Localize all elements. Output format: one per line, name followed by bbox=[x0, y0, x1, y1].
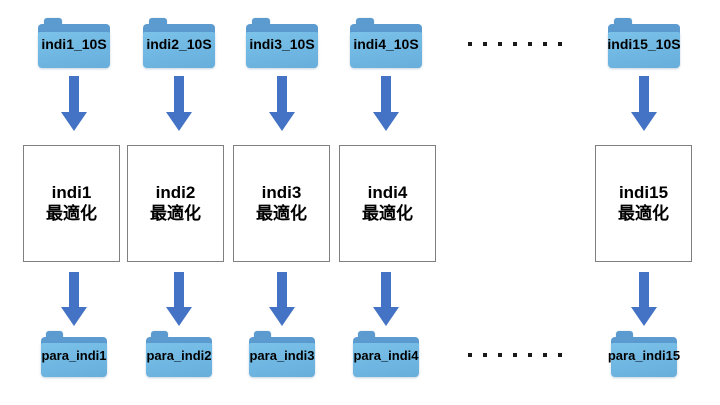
ellipsis-dot bbox=[558, 42, 562, 46]
output-folder-icon[interactable] bbox=[41, 331, 107, 377]
folder-body-icon bbox=[38, 31, 110, 68]
folder-body-icon bbox=[143, 31, 215, 68]
ellipsis-dot bbox=[543, 42, 547, 46]
ellipsis-top bbox=[468, 40, 562, 48]
input-folder-label: indi1_10S bbox=[41, 36, 107, 52]
input-folder-icon[interactable] bbox=[350, 18, 422, 68]
arrow-down-icon bbox=[268, 76, 296, 132]
output-folder-label: para_indi15 bbox=[607, 348, 681, 363]
output-folder-label: para_indi2 bbox=[146, 348, 212, 363]
process-box-label: indi2 最適化 bbox=[150, 182, 201, 223]
pipeline-column-indi1: indi1_10S indi1 最適化 para_indi1 bbox=[23, 0, 120, 405]
input-folder-icon[interactable] bbox=[608, 18, 680, 68]
arrow-down-icon bbox=[60, 76, 88, 132]
ellipsis-dot bbox=[498, 42, 502, 46]
ellipsis-dot bbox=[468, 42, 472, 46]
folder-band-icon bbox=[353, 336, 419, 347]
ellipsis-dot bbox=[468, 353, 472, 357]
folder-body-icon bbox=[608, 31, 680, 68]
ellipsis-dot bbox=[483, 42, 487, 46]
ellipsis-dot bbox=[558, 353, 562, 357]
input-folder-label: indi2_10S bbox=[146, 36, 212, 52]
folder-band-icon bbox=[350, 24, 422, 35]
input-folder-icon[interactable] bbox=[246, 18, 318, 68]
folder-tab-icon bbox=[358, 331, 376, 339]
folder-tab-icon bbox=[254, 331, 272, 339]
output-folder-icon[interactable] bbox=[611, 331, 677, 377]
folder-band-icon bbox=[611, 336, 677, 347]
input-folder-label: indi3_10S bbox=[249, 36, 315, 52]
output-folder-icon[interactable] bbox=[249, 331, 315, 377]
pipeline-column-indi15: indi15_10S indi15 最適化 para_indi15 bbox=[595, 0, 692, 405]
input-folder-label: indi4_10S bbox=[353, 36, 419, 52]
folder-body-icon bbox=[611, 343, 677, 377]
ellipsis-dot bbox=[498, 353, 502, 357]
folder-tab-icon bbox=[251, 18, 271, 26]
arrow-down-icon bbox=[60, 272, 88, 327]
folder-body-icon bbox=[350, 31, 422, 68]
folder-tab-icon bbox=[151, 331, 169, 339]
arrow-down-icon bbox=[268, 272, 296, 327]
folder-tab-icon bbox=[613, 18, 633, 26]
process-box-label: indi1 最適化 bbox=[46, 182, 97, 223]
pipeline-column-indi2: indi2_10S indi2 最適化 para_indi2 bbox=[127, 0, 224, 405]
process-box-label: indi15 最適化 bbox=[618, 182, 669, 223]
process-box[interactable]: indi3 最適化 bbox=[233, 145, 330, 262]
process-box-label: indi4 最適化 bbox=[362, 182, 413, 223]
ellipsis-dot bbox=[543, 353, 547, 357]
arrow-down-icon bbox=[372, 76, 400, 132]
folder-band-icon bbox=[249, 336, 315, 347]
ellipsis-dot bbox=[528, 353, 532, 357]
ellipsis-dot bbox=[513, 353, 517, 357]
folder-body-icon bbox=[246, 31, 318, 68]
ellipsis-dot bbox=[483, 353, 487, 357]
folder-tab-icon bbox=[46, 331, 64, 339]
input-folder-icon[interactable] bbox=[38, 18, 110, 68]
output-folder-icon[interactable] bbox=[353, 331, 419, 377]
arrow-down-icon bbox=[372, 272, 400, 327]
process-box[interactable]: indi15 最適化 bbox=[595, 145, 692, 262]
arrow-down-icon bbox=[165, 76, 193, 132]
process-box[interactable]: indi4 最適化 bbox=[339, 145, 436, 262]
folder-tab-icon bbox=[616, 331, 634, 339]
arrow-down-icon bbox=[630, 76, 658, 132]
folder-tab-icon bbox=[355, 18, 375, 26]
folder-band-icon bbox=[38, 24, 110, 35]
process-box[interactable]: indi2 最適化 bbox=[127, 145, 224, 262]
folder-body-icon bbox=[249, 343, 315, 377]
ellipsis-dot bbox=[513, 42, 517, 46]
pipeline-column-indi4: indi4_10S indi4 最適化 para_indi4 bbox=[339, 0, 436, 405]
process-box-label: indi3 最適化 bbox=[256, 182, 307, 223]
output-folder-icon[interactable] bbox=[146, 331, 212, 377]
folder-band-icon bbox=[608, 24, 680, 35]
folder-band-icon bbox=[41, 336, 107, 347]
process-box[interactable]: indi1 最適化 bbox=[23, 145, 120, 262]
folder-band-icon bbox=[143, 24, 215, 35]
folder-tab-icon bbox=[148, 18, 168, 26]
folder-band-icon bbox=[146, 336, 212, 347]
folder-band-icon bbox=[246, 24, 318, 35]
output-folder-label: para_indi1 bbox=[41, 348, 107, 363]
folder-tab-icon bbox=[43, 18, 63, 26]
arrow-down-icon bbox=[165, 272, 193, 327]
input-folder-icon[interactable] bbox=[143, 18, 215, 68]
output-folder-label: para_indi4 bbox=[353, 348, 419, 363]
ellipsis-bottom bbox=[468, 351, 562, 359]
ellipsis-dot bbox=[528, 42, 532, 46]
folder-body-icon bbox=[353, 343, 419, 377]
folder-body-icon bbox=[146, 343, 212, 377]
folder-body-icon bbox=[41, 343, 107, 377]
input-folder-label: indi15_10S bbox=[607, 36, 681, 52]
arrow-down-icon bbox=[630, 272, 658, 327]
output-folder-label: para_indi3 bbox=[249, 348, 315, 363]
pipeline-column-indi3: indi3_10S indi3 最適化 para_indi3 bbox=[233, 0, 330, 405]
